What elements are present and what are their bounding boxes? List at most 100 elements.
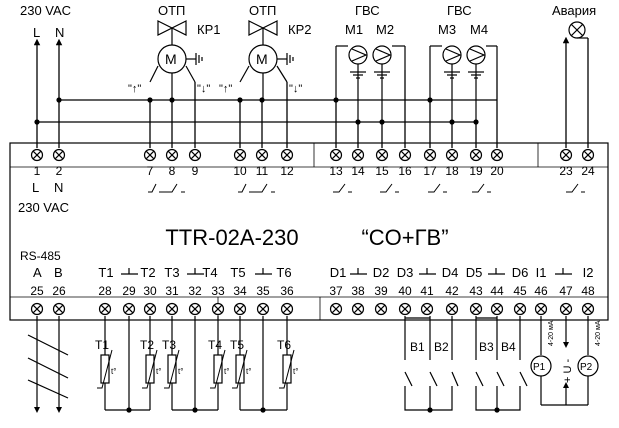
terminal-screw-32 <box>188 302 202 316</box>
label-t2: T2 <box>140 265 155 280</box>
terminal-number-31: 31 <box>165 284 179 298</box>
terminal-screw-23 <box>559 148 573 162</box>
terminal-screw-47 <box>559 302 573 316</box>
terminal-screw-30 <box>143 302 157 316</box>
label-d2: D2 <box>373 265 390 280</box>
label-i2: I2 <box>583 265 594 280</box>
supply-voltage-bottom: 230 VAC <box>18 200 69 215</box>
terminal-number-15: 15 <box>375 164 389 178</box>
input-b4-label: B4 <box>501 340 516 354</box>
sensor-t6-mark: t° <box>293 367 298 376</box>
label-t3: T3 <box>164 265 179 280</box>
supply-voltage-top: 230 VAC <box>20 3 71 18</box>
label-d4: D4 <box>442 265 459 280</box>
terminal-number-42: 42 <box>445 284 459 298</box>
input-b2-label: B2 <box>434 340 449 354</box>
pump-m3-label: M3 <box>438 22 456 37</box>
sensor-t5-label: T5 <box>230 338 244 352</box>
terminal-screw-38 <box>351 302 365 316</box>
sensor-t6-icon: T6t° <box>263 316 298 411</box>
terminal-screw-35 <box>256 302 270 316</box>
terminal-number-33: 33 <box>211 284 225 298</box>
terminal-number-26: 26 <box>52 284 66 298</box>
group-otp-2: ОТП <box>249 3 276 18</box>
terminal-screw-20 <box>490 148 504 162</box>
sensor-t3-mark: t° <box>178 367 183 376</box>
label-d1: D1 <box>330 265 347 280</box>
terminal-number-46: 46 <box>534 284 548 298</box>
terminal-screw-48 <box>581 302 595 316</box>
sensor-t1-icon: T1t° <box>95 316 129 411</box>
terminal-screw-45 <box>513 302 527 316</box>
terminal-screw-28 <box>98 302 112 316</box>
device-mode: “CO+ГВ” <box>361 225 448 250</box>
terminal-number-36: 36 <box>280 284 294 298</box>
rs485-b-label: B <box>54 265 63 280</box>
sensor-t4-icon: T4t° <box>195 316 229 411</box>
supply-n-top: N <box>55 25 64 40</box>
terminal-screw-39 <box>374 302 388 316</box>
terminal-number-35: 35 <box>256 284 270 298</box>
rs485-label: RS-485 <box>20 249 61 263</box>
group-alarm: Авария <box>552 3 596 18</box>
terminal-number-38: 38 <box>351 284 365 298</box>
terminal-screw-14 <box>351 148 365 162</box>
terminal-number-45: 45 <box>513 284 527 298</box>
terminal-number-14: 14 <box>351 164 365 178</box>
terminal-number-17: 17 <box>423 164 437 178</box>
rs485-a-label: A <box>33 265 42 280</box>
label-t4: T4 <box>202 265 217 280</box>
label-d6: D6 <box>512 265 529 280</box>
rs485-wiring <box>27 316 69 413</box>
analog-current-i1: 4-20 мА <box>548 320 555 346</box>
device-model: TTR-02A-230 <box>165 225 298 250</box>
terminal-number-1: 1 <box>34 164 41 178</box>
terminal-number-48: 48 <box>581 284 595 298</box>
terminal-number-12: 12 <box>280 164 294 178</box>
terminal-number-2: 2 <box>56 164 63 178</box>
terminal-screw-46 <box>534 302 548 316</box>
label-d5: D5 <box>466 265 483 280</box>
terminal-screw-37 <box>329 302 343 316</box>
valve-kr1-icon <box>149 20 203 100</box>
terminal-number-30: 30 <box>143 284 157 298</box>
terminal-screw-17 <box>423 148 437 162</box>
terminal-screw-41 <box>420 302 434 316</box>
valve-kr2-motor-label: M <box>256 51 268 67</box>
terminal-screw-40 <box>398 302 412 316</box>
terminal-screw-15 <box>375 148 389 162</box>
supply-wiring <box>33 36 589 148</box>
terminal-number-40: 40 <box>398 284 412 298</box>
terminal-number-20: 20 <box>490 164 504 178</box>
terminal-screw-33 <box>211 302 225 316</box>
terminal-screw-18 <box>445 148 459 162</box>
terminal-screw-42 <box>445 302 459 316</box>
input-b1-label: B1 <box>410 340 425 354</box>
valve-kr2-open-label: "↑" <box>219 83 232 95</box>
valve-kr1-label: КР1 <box>197 22 220 37</box>
terminal-screw-2 <box>52 148 66 162</box>
analog-p1-label: P1 <box>533 362 546 373</box>
terminal-number-9: 9 <box>192 164 199 178</box>
digital-input-dots <box>427 407 500 413</box>
group-gvs-2: ГВС <box>447 3 472 18</box>
terminal-number-16: 16 <box>398 164 412 178</box>
temperature-sensors: T1t°T2t°T3t°T4t°T5t°T6t° <box>95 316 298 413</box>
terminal-screw-24 <box>581 148 595 162</box>
terminal-screw-44 <box>490 302 504 316</box>
terminal-number-34: 34 <box>233 284 247 298</box>
sensor-t5-icon: T5t° <box>230 316 263 411</box>
supply-n-bottom: N <box>54 180 63 195</box>
terminal-screw-43 <box>469 302 483 316</box>
sensor-t3-label: T3 <box>162 338 176 352</box>
analog-u-label: + U - <box>562 359 574 383</box>
pump-m2-label: M2 <box>376 22 394 37</box>
common-bars <box>121 268 572 275</box>
terminal-number-41: 41 <box>420 284 434 298</box>
valve-kr2-close-label: "↓" <box>289 83 302 95</box>
terminal-screw-29 <box>122 302 136 316</box>
sensor-t1-label: T1 <box>95 338 109 352</box>
